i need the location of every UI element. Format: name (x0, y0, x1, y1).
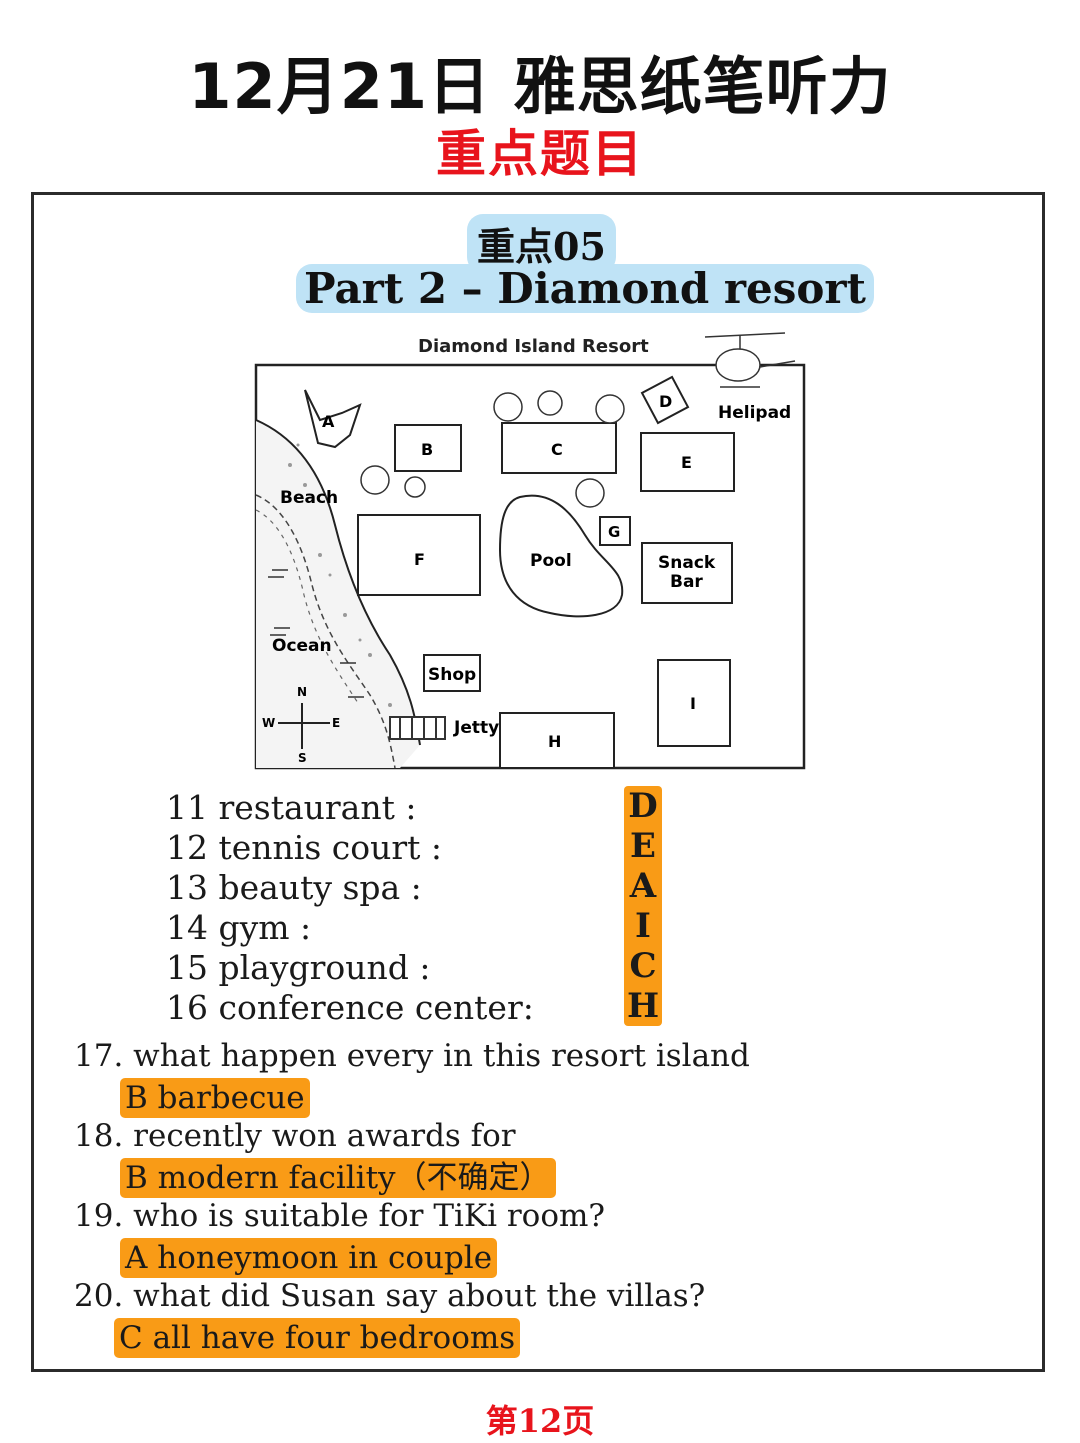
svg-text:Snack: Snack (658, 553, 716, 573)
svg-text:E: E (332, 716, 340, 730)
svg-text:G: G (608, 523, 620, 541)
question-18: 18. recently won awards for (74, 1118, 516, 1154)
answer-19: A honeymoon in couple (120, 1238, 498, 1278)
svg-text:B: B (421, 440, 433, 459)
svg-text:W: W (262, 716, 275, 730)
section-label: 重点05 (467, 214, 616, 273)
resort-map: Diamond Island Resort A B C D Helipad E (254, 332, 806, 770)
answer-17: B barbecue (120, 1078, 310, 1118)
matching-item-12: 12 tennis court : (166, 828, 443, 867)
matching-answers: D E A I C H (624, 786, 662, 1026)
svg-text:H: H (548, 732, 561, 751)
svg-text:E: E (681, 453, 692, 472)
matching-answer-12: E (630, 826, 656, 866)
matching-answer-13: A (629, 866, 657, 906)
question-19: 19. who is suitable for TiKi room? (74, 1198, 606, 1234)
svg-text:Shop: Shop (428, 665, 476, 685)
svg-text:Bar: Bar (670, 572, 703, 592)
matching-item-15: 15 playground : (166, 948, 431, 987)
matching-item-16: 16 conference center: (166, 988, 534, 1027)
map-title: Diamond Island Resort (418, 336, 649, 357)
svg-text:Pool: Pool (530, 551, 572, 571)
matching-item-11: 11 restaurant : (166, 788, 417, 827)
page-subtitle: 重点题目 (436, 124, 644, 183)
matching-answer-15: C (629, 946, 657, 986)
matching-answer-11: D (628, 786, 658, 826)
content-frame (31, 192, 1045, 1372)
svg-text:Beach: Beach (280, 488, 338, 508)
svg-text:D: D (659, 392, 672, 411)
answer-18: B modern facility（不确定） (120, 1158, 556, 1198)
svg-text:Jetty: Jetty (453, 718, 499, 738)
svg-text:A: A (322, 412, 335, 431)
question-20: 20. what did Susan say about the villas? (74, 1278, 706, 1314)
svg-text:Ocean: Ocean (272, 636, 332, 656)
answer-20: C all have four bedrooms (114, 1318, 521, 1358)
svg-text:I: I (690, 694, 696, 713)
page-title: 12月21日 雅思纸笔听力 (188, 50, 892, 123)
svg-text:Helipad: Helipad (718, 403, 791, 423)
page-number: 第12页 (485, 1402, 595, 1440)
svg-text:C: C (551, 440, 563, 459)
part-title: Part 2 – Diamond resort (296, 264, 874, 313)
matching-answer-16: H (626, 986, 660, 1026)
svg-text:N: N (297, 685, 307, 699)
matching-item-13: 13 beauty spa : (166, 868, 422, 907)
svg-text:S: S (298, 751, 307, 765)
matching-answer-14: I (635, 906, 651, 946)
question-17: 17. what happen every in this resort isl… (74, 1038, 750, 1074)
svg-text:F: F (414, 550, 425, 569)
matching-item-14: 14 gym : (166, 908, 312, 947)
